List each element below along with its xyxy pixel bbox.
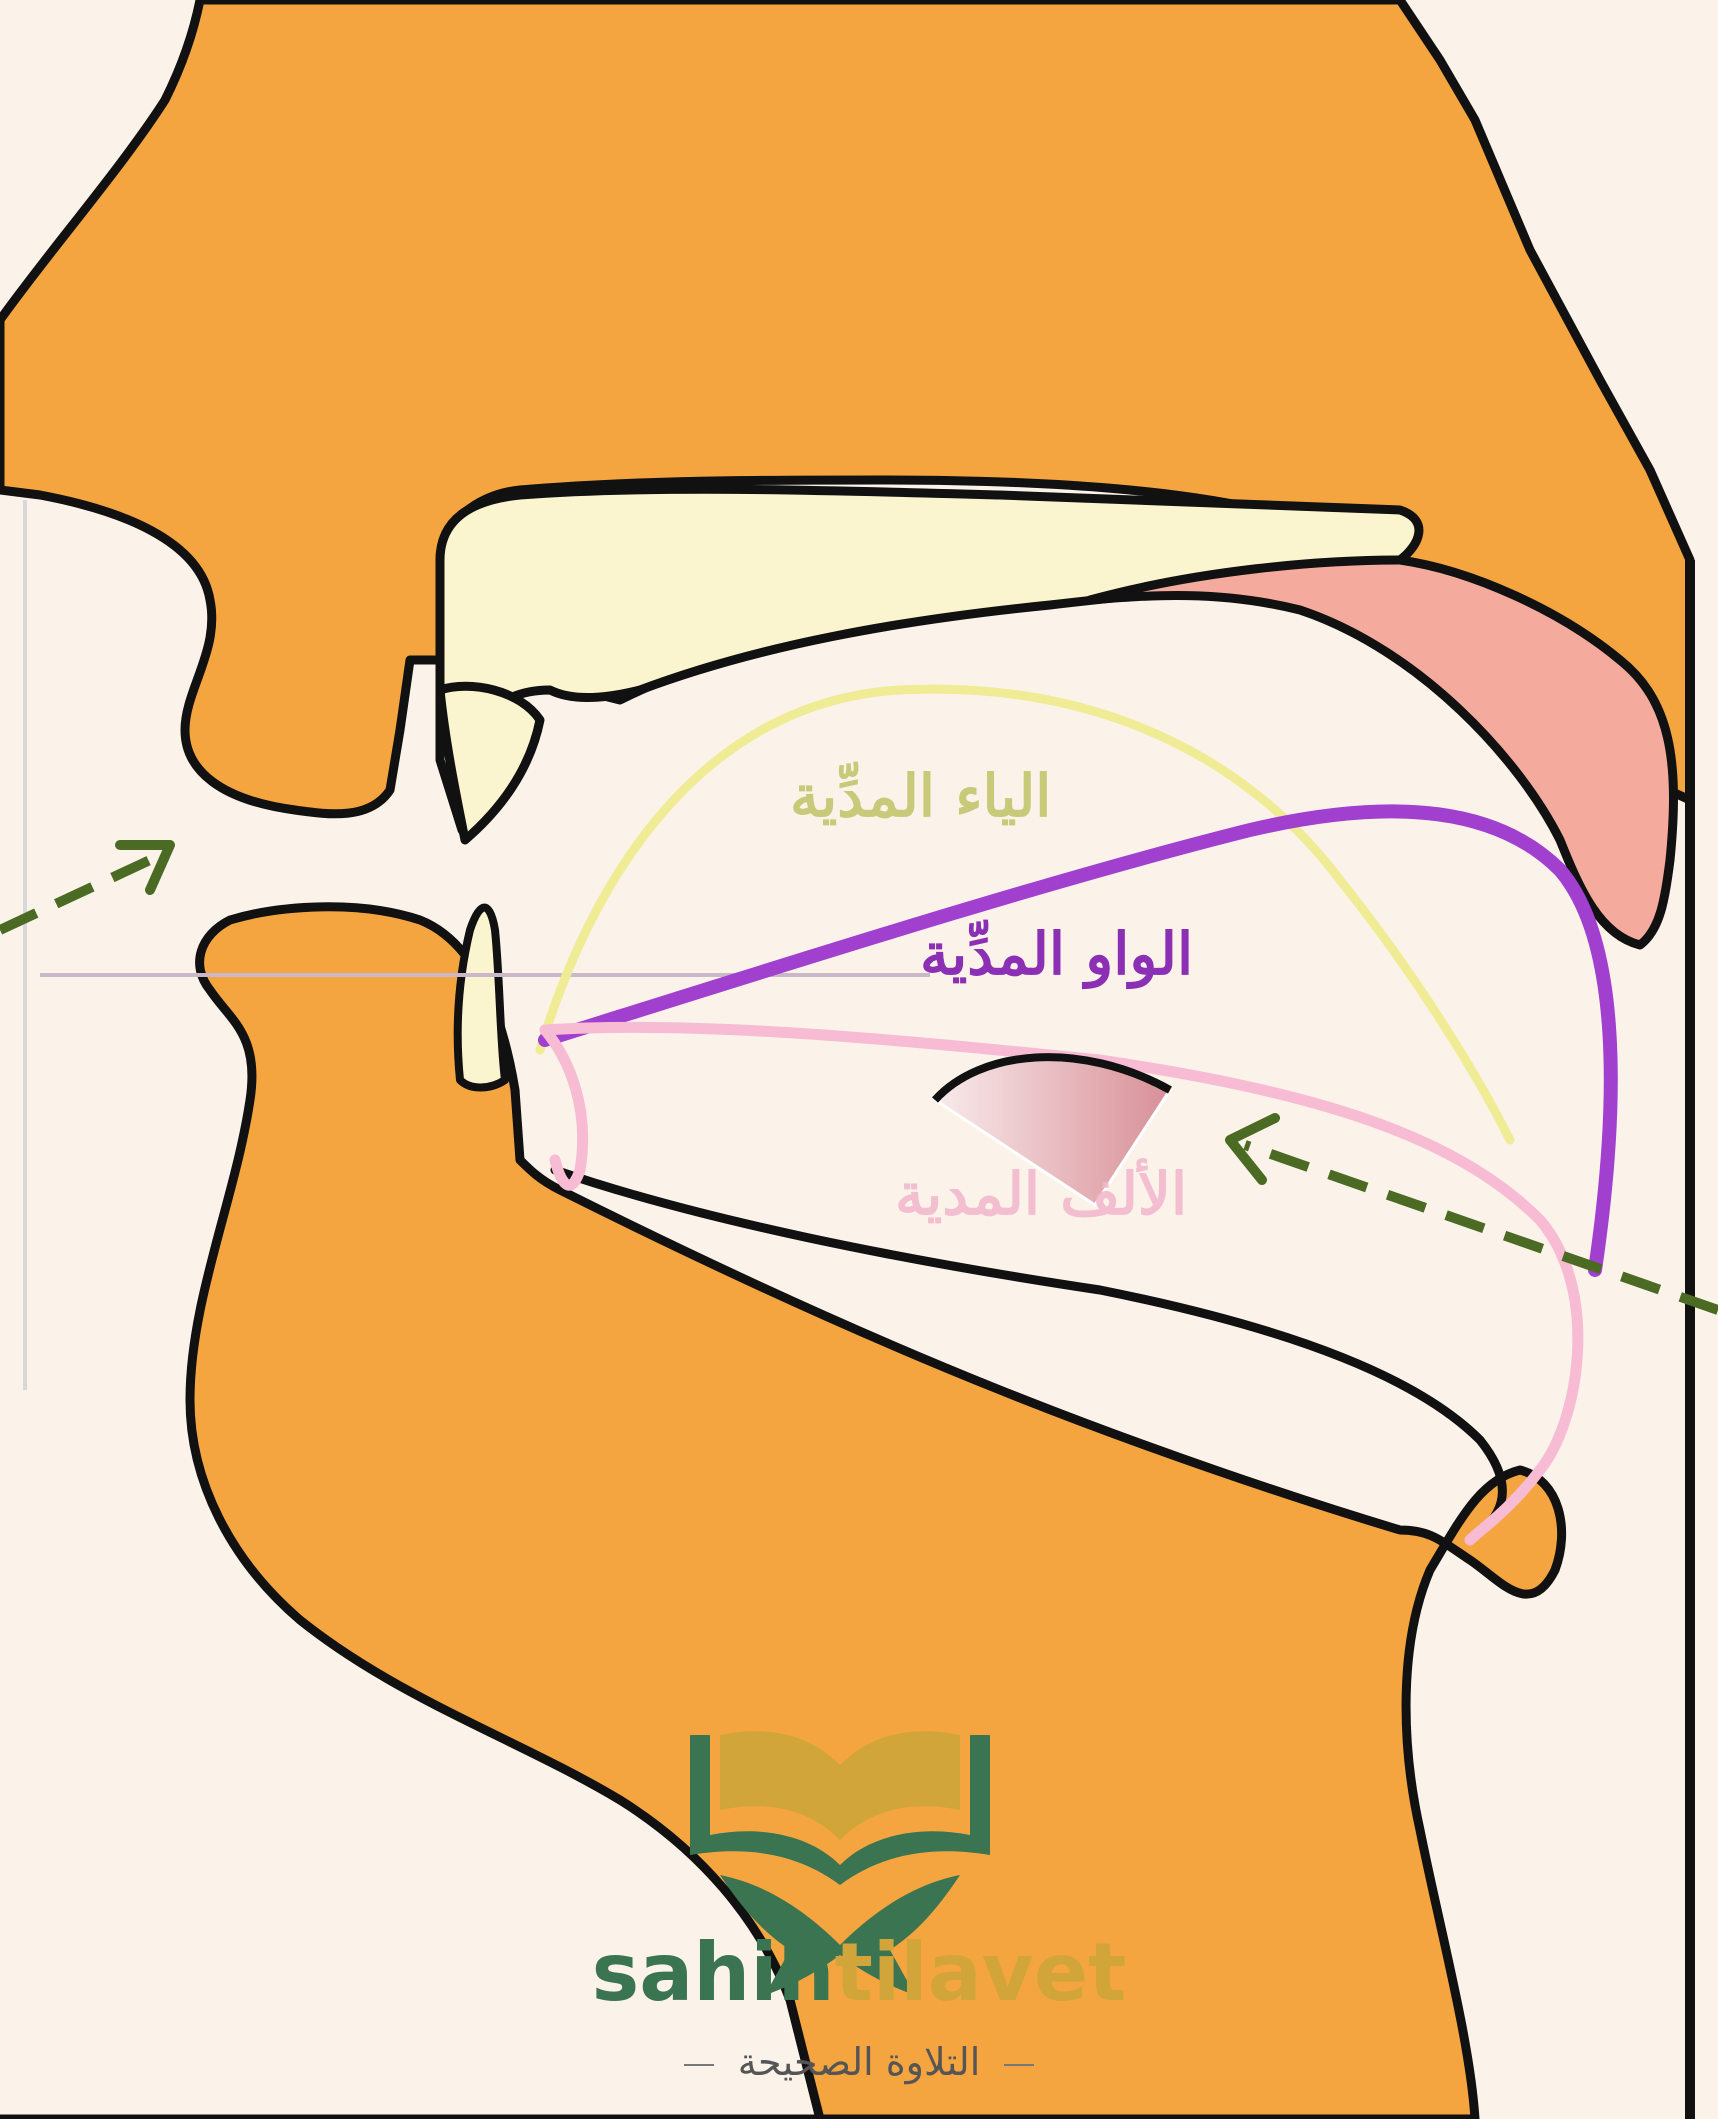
label-waw-madd: الواو المدِّية (920, 920, 1193, 988)
brand-tagline-text: التلاوة الصحيحة (738, 2040, 981, 2084)
brand-tagline: التلاوة الصحيحة (0, 2040, 1718, 2084)
label-ya-madd: الياء المدِّية (790, 762, 1051, 830)
label-alif-madd: الألف المدية (895, 1160, 1187, 1228)
brand-name: sahihtilavet (592, 1926, 1127, 2019)
